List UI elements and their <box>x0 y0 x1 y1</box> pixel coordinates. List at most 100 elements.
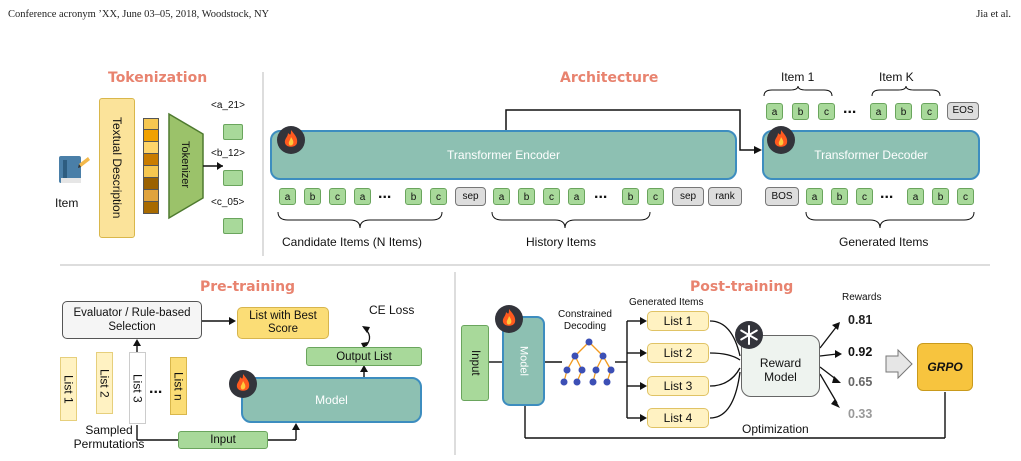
list-3: List 3 <box>129 352 146 424</box>
header-right: Jia et al. <box>976 9 1011 20</box>
ce-loss-label: CE Loss <box>369 303 415 317</box>
pretrain-input-label: Input <box>210 434 236 446</box>
cand-token-b: b <box>304 188 321 205</box>
encoder-label: Transformer Encoder <box>447 148 560 162</box>
pretrain-model-box: Model <box>241 377 422 423</box>
hist-token-a2: a <box>568 188 585 205</box>
constrained-label: Constrained Decoding <box>558 309 612 332</box>
flame-icon <box>495 305 523 333</box>
out-token-b: b <box>792 103 809 120</box>
gen-token-c2: c <box>957 188 974 205</box>
textual-description-label: Textual Description <box>110 117 124 219</box>
transformer-encoder: Transformer Encoder <box>270 130 737 180</box>
grpo-label: GRPO <box>927 360 963 374</box>
hist-token-c2: c <box>647 188 664 205</box>
cand-dots: ... <box>378 185 392 202</box>
section-posttraining: Post-training <box>690 279 794 295</box>
gen-token-a2: a <box>907 188 924 205</box>
hist-token-c: c <box>543 188 560 205</box>
reward-model-label: Reward Model <box>759 356 802 384</box>
list-n: List n <box>170 357 187 415</box>
flame-icon <box>229 370 257 398</box>
transformer-decoder: Transformer Decoder <box>762 130 980 180</box>
generated-label: Generated Items <box>839 235 929 249</box>
rank-token: rank <box>708 187 742 206</box>
out-dots: ... <box>843 100 857 117</box>
out-token-c: c <box>818 103 835 120</box>
bottom-braces <box>277 211 975 229</box>
best-score-label: List with Best Score <box>249 310 317 335</box>
embedding-stack <box>143 118 159 214</box>
post-list-1: List 1 <box>647 311 709 331</box>
post-model-label: Model <box>517 346 530 376</box>
gen-token-b: b <box>831 188 848 205</box>
code-a-token <box>223 124 243 140</box>
top-braces <box>763 85 941 97</box>
generated-items-label: Generated Items <box>629 297 704 308</box>
hist-token-b: b <box>518 188 535 205</box>
decoding-tree-icon <box>560 338 615 386</box>
section-tokenization: Tokenization <box>108 70 208 86</box>
post-list-4: List 4 <box>647 408 709 428</box>
item1-label: Item 1 <box>781 70 815 84</box>
encoder-to-decoder-arrow <box>505 109 762 154</box>
code-b: <b_12> <box>211 148 245 159</box>
sep-token-2: sep <box>672 187 704 206</box>
best-score-box: List with Best Score <box>237 307 329 339</box>
post-input-box: Input <box>461 325 489 401</box>
reward-4: 0.33 <box>848 407 873 421</box>
history-label: History Items <box>526 235 597 249</box>
cand-token-b2: b <box>405 188 422 205</box>
section-pretraining: Pre-training <box>200 279 296 295</box>
tokenizer-shape <box>168 112 223 220</box>
hist-token-b2: b <box>622 188 639 205</box>
cand-token-c: c <box>329 188 346 205</box>
gen-dots: ... <box>880 185 894 202</box>
evaluator-label: Evaluator / Rule-based Selection <box>73 307 191 333</box>
cand-token-a2: a <box>354 188 371 205</box>
code-c: <c_05> <box>211 197 245 208</box>
bos-token: BOS <box>765 187 799 206</box>
reward-2: 0.92 <box>848 345 873 359</box>
gen-token-b2: b <box>932 188 949 205</box>
code-b-token <box>223 170 243 186</box>
out-token-c2: c <box>921 103 938 120</box>
candidate-label: Candidate Items (N Items) <box>282 235 423 249</box>
evaluator-box: Evaluator / Rule-based Selection <box>62 301 202 339</box>
post-list-2: List 2 <box>647 343 709 363</box>
pretrain-model-label: Model <box>315 393 348 407</box>
snowflake-icon <box>735 321 763 349</box>
out-token-a2: a <box>870 103 887 120</box>
reward-1: 0.81 <box>848 313 873 327</box>
textual-description-box: Textual Description <box>99 98 135 238</box>
sampled-label: Sampled Permutations <box>73 423 145 451</box>
hist-token-a: a <box>493 188 510 205</box>
sep-token: sep <box>455 187 486 206</box>
tokenizer-label-wrap: Tokenizer <box>169 132 201 198</box>
item-label: Item <box>55 196 79 210</box>
code-c-token <box>223 218 243 234</box>
list-dots: ... <box>149 380 163 397</box>
flame-icon <box>277 126 305 154</box>
out-token-a: a <box>766 103 783 120</box>
post-model-box: Model <box>502 316 545 406</box>
decoder-label: Transformer Decoder <box>814 148 928 162</box>
pretraining-connectors <box>133 317 371 441</box>
optimization-label: Optimization <box>742 422 809 436</box>
rewards-title: Rewards <box>842 292 882 303</box>
output-list-label: Output List <box>336 350 392 363</box>
flame-icon <box>767 126 795 154</box>
list-1: List 1 <box>60 357 77 421</box>
post-input-label: Input <box>469 350 481 376</box>
gen-token-a: a <box>806 188 823 205</box>
out-token-b2: b <box>895 103 912 120</box>
tokenizer-label: Tokenizer <box>179 141 191 189</box>
gen-token-c: c <box>856 188 873 205</box>
cand-token-a: a <box>279 188 296 205</box>
reward-3: 0.65 <box>848 375 873 389</box>
list-2: List 2 <box>96 352 113 414</box>
hist-dots: ... <box>594 185 608 202</box>
code-a: <a_21> <box>211 100 245 111</box>
itemk-label: Item K <box>879 70 914 84</box>
